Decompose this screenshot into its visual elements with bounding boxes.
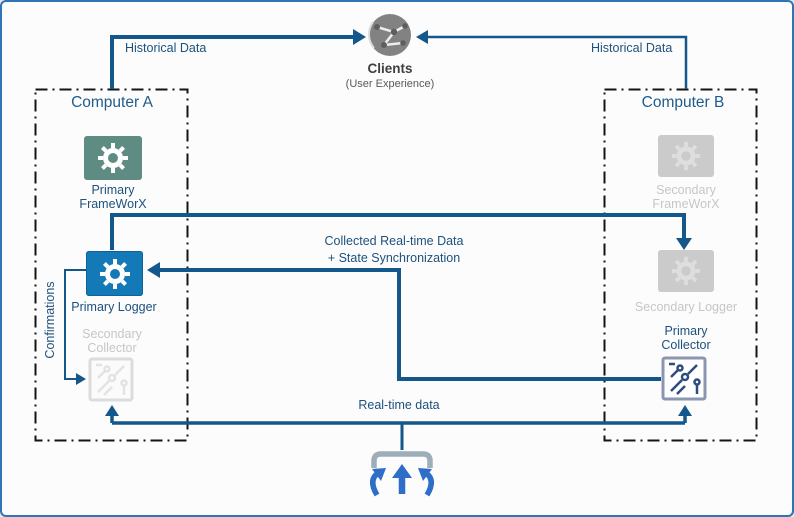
confirmations-arrowhead [76,373,86,385]
computer-b-title: Computer B [641,94,725,111]
primary-collector-label: Primary Collector [661,324,711,352]
collected-data-arrowhead [147,262,160,278]
historical-data-right-line [427,35,688,89]
computer-b-boundary [603,88,758,442]
gear-icon [99,258,130,289]
data-sources-icon [370,451,434,497]
collected-data-line [158,268,661,381]
confirmations-line [64,269,86,380]
clients-label: Clients [367,61,413,76]
secondary-frameworx-icon [658,135,714,177]
circuit-icon [661,356,707,401]
primary-frameworx-label: Primary FrameWorX [79,183,147,211]
gear-icon [98,143,128,173]
secondary-collector-icon [88,357,134,407]
computer-a-boundary [34,88,189,442]
state-sync-line [110,213,686,250]
primary-logger-label: Primary Logger [71,300,157,314]
state-sync-arrowhead [676,238,692,250]
historical-data-left-line [110,35,354,89]
computer-a-title: Computer A [71,94,153,111]
secondary-frameworx-label: Secondary FrameWorX [652,183,720,211]
circuit-icon [88,357,134,402]
realtime-data-label: Real-time data [358,398,440,412]
collected-data-sync-label: Collected Real-time Data + State Synchro… [324,234,464,265]
secondary-logger-icon [658,250,714,292]
historical-data-left-arrowhead [353,29,366,45]
secondary-collector-label: Secondary Collector [82,327,142,355]
realtime-left-arrowhead [105,405,119,416]
clients-globe-icon [367,14,411,56]
primary-collector-icon [661,356,707,406]
confirmations-label: Confirmations [43,281,57,359]
secondary-logger-label: Secondary Logger [634,300,738,314]
gear-icon [671,256,701,286]
gear-icon [671,141,701,171]
realtime-right-arrowhead [678,405,692,416]
historical-data-right-label: Historical Data [591,41,673,55]
historical-data-left-label: Historical Data [125,41,207,55]
historical-data-right-arrowhead [416,30,428,44]
primary-logger-icon [86,251,143,296]
clients-sublabel: (User Experience) [345,78,435,90]
primary-frameworx-icon [84,136,142,180]
